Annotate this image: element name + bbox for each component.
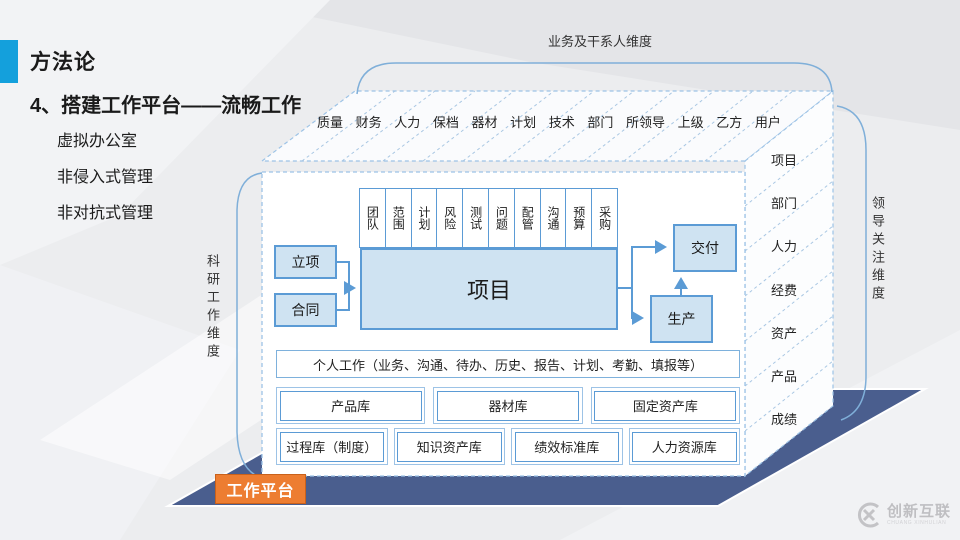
stakeholder-row: 质量 财务 人力 保档 器材 计划 技术 部门 所领导 上级 乙方 用户 [317, 112, 781, 131]
stakeholder-label: 质量 [317, 115, 344, 130]
library-box: 器材库 [433, 387, 583, 424]
library-box: 固定资产库 [590, 387, 740, 424]
library-box: 绩效标准库 [511, 428, 623, 465]
library-label: 产品库 [279, 390, 422, 421]
stakeholder-label: 财务 [355, 115, 382, 130]
pm-column: 配管 [513, 188, 541, 248]
pm-column: 范围 [384, 188, 412, 248]
stakeholder-label: 保档 [432, 115, 459, 130]
top-face [260, 90, 835, 162]
pm-column: 预算 [565, 188, 593, 248]
leader-dim-item: 部门 [770, 196, 797, 211]
section-kicker: 方法论 [30, 51, 96, 74]
pm-columns: 团队 范围 计划 风险 测试 问题 配管 沟通 预算 采购 [359, 188, 618, 248]
leader-dim-item: 成绩 [770, 412, 797, 427]
stakeholder-label: 用户 [754, 115, 781, 130]
pm-column: 问题 [487, 188, 515, 248]
bullet-item: 非侵入式管理 [57, 169, 154, 186]
flow-arrows [337, 240, 688, 325]
bullet-item: 虚拟办公室 [57, 133, 138, 150]
library-row-1: 产品库 器材库 固定资产库 [276, 387, 740, 424]
leader-dim-item: 项目 [770, 153, 797, 168]
box-contract: 合同 [274, 293, 337, 327]
right-face-stripes [744, 135, 834, 432]
library-row-2: 过程库（制度） 知识资产库 绩效标准库 人力资源库 [276, 428, 740, 465]
stakeholder-label: 上级 [677, 115, 704, 130]
stakeholder-label: 乙方 [716, 115, 743, 130]
stakeholder-label: 技术 [548, 115, 575, 130]
library-label: 知识资产库 [397, 431, 502, 462]
library-label: 绩效标准库 [514, 431, 619, 462]
box-delivery: 交付 [673, 224, 737, 272]
right-bracket [836, 105, 867, 421]
pm-column: 沟通 [539, 188, 567, 248]
box-project: 项目 [360, 248, 618, 330]
pm-column: 测试 [462, 188, 489, 248]
stakeholder-label: 器材 [471, 115, 498, 130]
leader-dim-item: 资产 [770, 326, 797, 341]
pm-column: 风险 [436, 188, 464, 248]
pm-column: 采购 [591, 188, 618, 248]
chuangxin-logo-icon [858, 502, 880, 528]
box-production: 生产 [650, 295, 713, 343]
stakeholder-label: 所领导 [626, 115, 666, 130]
bullet-item: 非对抗式管理 [57, 205, 154, 222]
top-dimension-label: 业务及干系人维度 [547, 34, 652, 49]
accent-bar [0, 40, 18, 83]
pm-column: 团队 [359, 188, 386, 248]
library-label: 固定资产库 [594, 390, 737, 421]
stakeholder-label: 人力 [394, 115, 421, 130]
watermark: 创新互联 CHUANG XINHULIAN [856, 502, 951, 528]
page-title: 4、搭建工作平台——流畅工作 [30, 95, 302, 117]
watermark-tagline: CHUANG XINHULIAN [887, 520, 947, 526]
library-label: 器材库 [436, 390, 580, 421]
left-bracket [236, 172, 263, 478]
top-bracket [356, 62, 833, 95]
box-project-initiation: 立项 [274, 245, 337, 279]
bg-shape [0, 0, 330, 265]
top-face-stripes [301, 90, 794, 162]
library-label: 过程库（制度） [279, 431, 384, 462]
library-box: 产品库 [276, 387, 426, 424]
stakeholder-label: 部门 [587, 115, 614, 130]
watermark-name: 创新互联 [887, 503, 952, 520]
left-dimension-label: 科研工作维度 [205, 254, 220, 362]
leader-dim-item: 人力 [770, 239, 797, 254]
leader-dim-item: 产品 [770, 369, 797, 384]
pm-column: 计划 [410, 188, 438, 248]
right-dimension-label: 领导关注维度 [870, 196, 885, 304]
library-box: 知识资产库 [393, 428, 505, 465]
library-box: 人力资源库 [628, 428, 740, 465]
library-label: 人力资源库 [632, 431, 737, 462]
leader-dim-item: 经费 [770, 283, 797, 298]
personal-work-bar: 个人工作（业务、沟通、待办、历史、报告、计划、考勤、填报等） [276, 350, 740, 378]
library-box: 过程库（制度） [276, 428, 388, 465]
stakeholder-label: 计划 [510, 115, 537, 130]
platform-tag: 工作平台 [215, 474, 306, 504]
